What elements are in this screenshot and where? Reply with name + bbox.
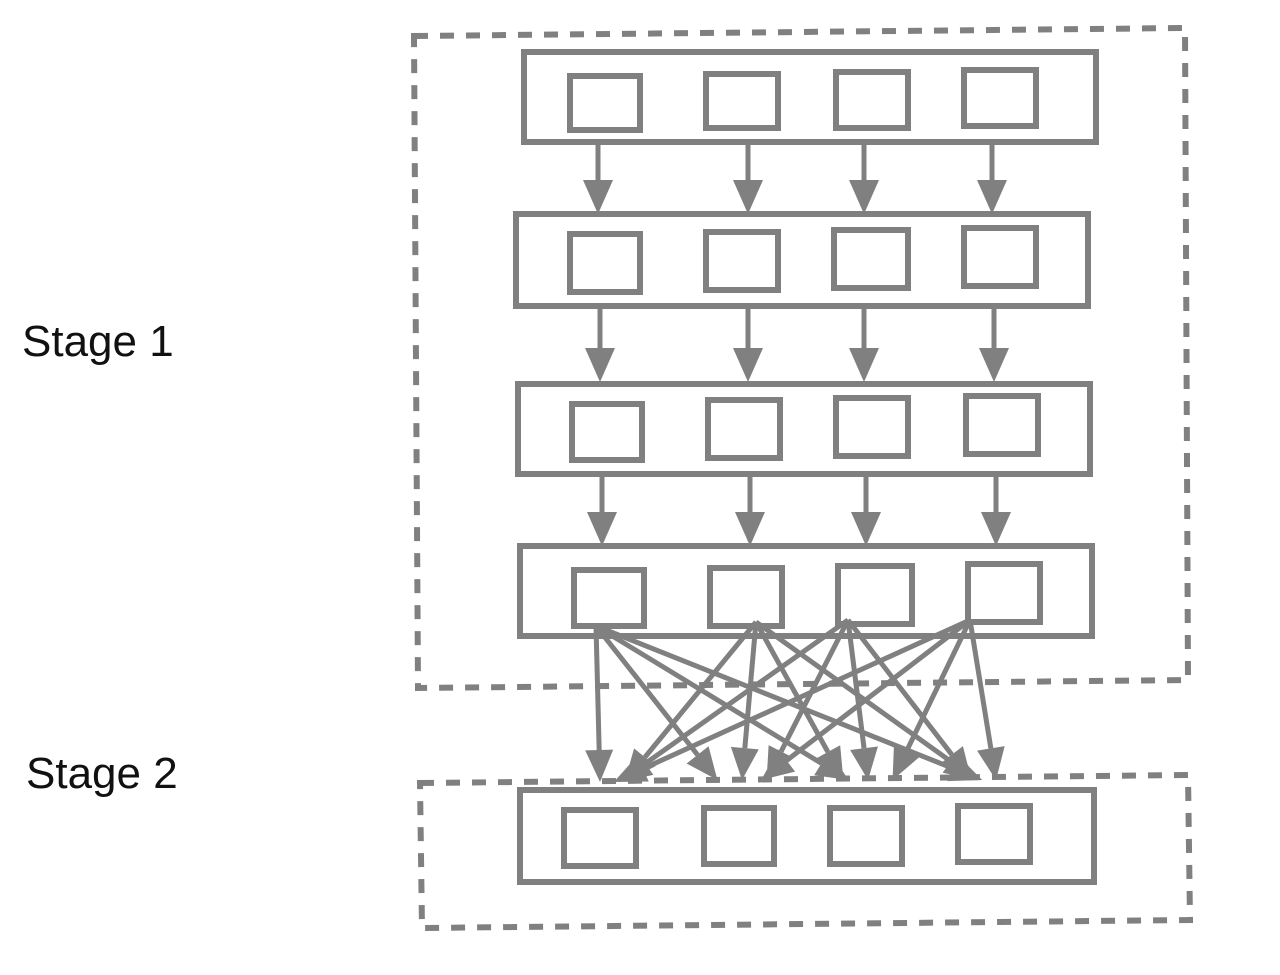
arrow-stage-1-node-2-to-stage-2-node-3 xyxy=(753,620,844,780)
arrow-stage-1-node-4-to-stage-2-node-4 xyxy=(967,619,1005,780)
arrow-stage-1-node-3-to-stage-2-node-3 xyxy=(845,619,878,780)
arrow-stage-1-node-4-to-stage-2-node-3 xyxy=(892,618,973,780)
arrow-stage-1-node-4-to-stage-2-node-1 xyxy=(613,617,972,782)
stage-2-container xyxy=(416,771,1194,932)
stage-2-label: Stage 2 xyxy=(26,749,178,798)
stage-2-layer-node-3 xyxy=(827,805,905,867)
arrow-stage-1-node-4-to-stage-2-node-2 xyxy=(761,618,972,780)
stage-1-layer-3 xyxy=(515,381,1093,477)
arrow-layer-1-to-2-col-3 xyxy=(849,144,879,214)
stage-1-layer-1-node-1 xyxy=(567,73,643,133)
arrow-layer-2-to-3-col-2 xyxy=(733,306,763,382)
arrow-stage-1-node-2-to-stage-2-node-2 xyxy=(730,621,759,780)
stage-1-layer-1-node-2 xyxy=(703,71,781,131)
stage-1-layer-3-node-3 xyxy=(833,395,911,459)
stage-1-layer-4 xyxy=(517,543,1095,639)
edges-group xyxy=(583,144,1011,782)
stage-2-layer-node-1 xyxy=(561,807,639,869)
stage-2-layer-node-4 xyxy=(955,803,1033,865)
stage-1-layer-4-node-2 xyxy=(707,565,785,629)
stage-1-layer-3-node-1 xyxy=(569,401,645,463)
stage-1-layer-4-node-3 xyxy=(835,563,915,627)
stage-1-layer-4-node-1 xyxy=(571,567,647,629)
arrow-layer-3-to-4-col-4 xyxy=(981,474,1011,546)
stage-1-layer-2-node-1 xyxy=(567,231,643,295)
layers-group xyxy=(513,49,1099,885)
arrow-layer-2-to-3-col-3 xyxy=(849,306,879,382)
stage-2-layer xyxy=(517,787,1097,885)
stage-1-layer-4-node-4 xyxy=(965,561,1043,625)
stage-1-container xyxy=(410,24,1192,692)
arrow-layer-3-to-4-col-3 xyxy=(851,474,881,546)
stage-1-layer-1-node-3 xyxy=(833,69,911,131)
arrow-stage-1-node-1-to-stage-2-node-2 xyxy=(594,624,718,780)
arrow-layer-1-to-2-col-2 xyxy=(733,144,763,214)
arrow-layer-2-to-3-col-1 xyxy=(585,306,615,382)
stage-1-layer-3-node-4 xyxy=(963,393,1041,457)
stage-1-layer-3-node-2 xyxy=(705,397,783,461)
arrow-stage-1-node-1-to-stage-2-node-1 xyxy=(585,625,614,782)
arrow-layer-3-to-4-col-2 xyxy=(735,474,765,546)
arrow-stage-1-node-3-to-stage-2-node-4 xyxy=(846,618,972,780)
stage-1-label: Stage 1 xyxy=(22,317,174,366)
arrow-layer-1-to-2-col-1 xyxy=(583,144,613,214)
stage-1-layer-2-node-4 xyxy=(961,225,1039,289)
stage-1-layer-2 xyxy=(513,211,1091,309)
stage-1-layer-1 xyxy=(521,49,1099,145)
stage-1-layer-1-node-4 xyxy=(961,67,1039,129)
arrow-layer-2-to-3-col-4 xyxy=(979,306,1009,382)
stage-2-layer-node-2 xyxy=(701,805,777,867)
arrow-layer-1-to-2-col-4 xyxy=(977,144,1007,214)
stage-1-layer-2-node-3 xyxy=(831,227,911,291)
arrow-layer-3-to-4-col-1 xyxy=(587,474,617,546)
stage-1-layer-2-node-2 xyxy=(703,229,781,293)
